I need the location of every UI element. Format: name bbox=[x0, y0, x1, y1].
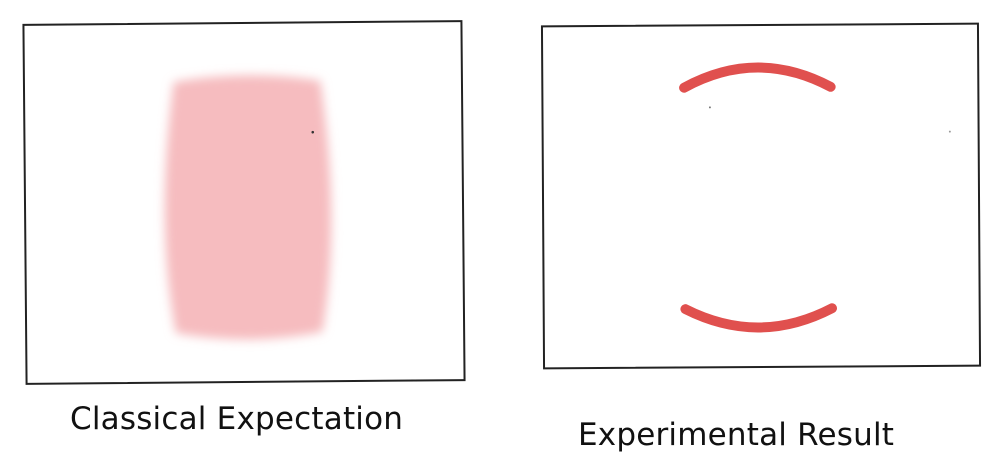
speck-mark bbox=[311, 130, 315, 134]
classical-expectation-graphic bbox=[164, 75, 332, 340]
speck-mark bbox=[948, 130, 951, 133]
diffuse-intensity-pattern bbox=[164, 75, 332, 340]
experimental-result-panel bbox=[540, 22, 982, 370]
speck-mark bbox=[708, 106, 711, 109]
upper-arc-band bbox=[679, 62, 836, 93]
experimental-result-graphic bbox=[679, 62, 951, 333]
classical-expectation-caption: Classical Expectation bbox=[70, 401, 404, 437]
classical-expectation-panel bbox=[22, 20, 466, 385]
lower-arc-band bbox=[680, 303, 837, 333]
experimental-result-caption: Experimental Result bbox=[578, 417, 895, 453]
